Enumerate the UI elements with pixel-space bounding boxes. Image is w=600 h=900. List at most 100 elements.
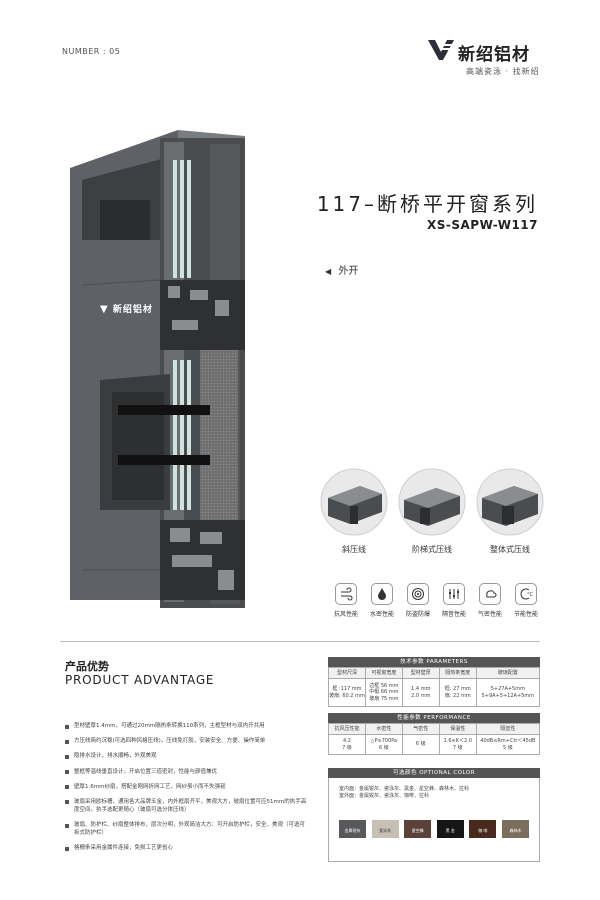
performance-icons: 抗风性能 水密性能 防盗防爆 隔音性能 气密性能 °C 节能性能 <box>328 583 543 625</box>
advantage-title-en: PRODUCT ADVANTAGE <box>65 673 215 687</box>
parameters-table: 技术参数 PARAMETERS 型材尺深 可视窗宽度 型材壁厚 隔热条宽度 玻璃… <box>328 657 541 707</box>
profile-thumbnail-icon <box>476 468 544 536</box>
profile-label: 斜压线 <box>342 545 366 554</box>
sound-insulation-icon <box>443 583 465 605</box>
table-header: 隔热条宽度 <box>438 667 477 679</box>
color-swatch: 金属锐灰 <box>339 820 366 838</box>
list-item: 隐排水设计，排水顺畅，外观美观 <box>65 752 310 760</box>
profile-types: 斜压线 阶梯式压线 整体式压线 <box>320 468 546 563</box>
table-header: 玻璃配置 <box>475 667 541 679</box>
table-cell: 框: 27 mm 扇: 22 mm <box>438 678 477 707</box>
energy-saving-icon: °C <box>515 583 537 605</box>
security-icon <box>407 583 429 605</box>
table-header: 型材尺深 <box>328 667 366 679</box>
brand-mark-icon <box>428 40 454 60</box>
profile-thumbnail-icon <box>320 468 388 536</box>
table-cell: 40dB≤Rm+Ctr＜45dB 5 级 <box>475 734 541 755</box>
profile-label: 阶梯式压线 <box>412 545 452 554</box>
table-header: 可视窗宽度 <box>364 667 403 679</box>
table-cell: 4.2 7 级 <box>328 734 366 755</box>
list-item: 方压线简约沉稳(可选四种风格压线)，压线免打胶，安装安全、方便、操作简单 <box>65 737 310 745</box>
parameters-title: 技术参数 PARAMETERS <box>328 657 540 667</box>
table-cell: △P≥700Pa 6 级 <box>364 734 403 755</box>
table-cell: 框 :117 mm 玻扇: 60.2 mm <box>328 678 366 707</box>
table-cell: 5+27A+5mm 5+9A+5+12A+5mm <box>475 678 541 707</box>
perf-item-energy: °C 节能性能 <box>508 583 544 618</box>
color-swatch: 瓷泳灰 <box>371 820 399 838</box>
open-type-label: 外开 <box>338 266 359 277</box>
table-header: 保温性 <box>438 723 477 735</box>
advantage-list: 型材壁厚1.4mm，可通过20mm隔热条转换110系列，主框型材与双内开共用 方… <box>65 722 310 860</box>
air-tightness-icon <box>479 583 501 605</box>
color-swatches: 金属锐灰 瓷泳灰 星空蜂 黑 金 咖 啡 森林木 <box>339 820 529 838</box>
profile-label: 整体式压线 <box>490 545 530 554</box>
table-header-row: 型材尺深 可视窗宽度 型材壁厚 隔热条宽度 玻璃配置 <box>328 667 541 679</box>
table-cell: 6 级 <box>401 734 440 755</box>
page-number: NUMBER : 05 <box>62 47 121 56</box>
list-item: 玻扇、防护栏、纱扇整体排布，层次分明，外观简洁大方：可开启防护栏，安全、美观（可… <box>65 821 310 837</box>
swatch-label: 星空蜂 <box>411 828 424 833</box>
product-title: 117–断桥平开窗系列 <box>316 192 538 216</box>
perf-label: 气密性能 <box>477 611 502 618</box>
table-header-row: 抗风压性能 水密性 气密性 保温性 隔音性 <box>328 723 541 735</box>
list-item: 玻扇采用欧标槽，通用各大品牌五金，内外框扇齐平，美观大方，玻扇位置可应51mm的… <box>65 798 310 814</box>
exterior-colors: 室外面：金属锐灰、瓷泳灰、咖啡、拉科 <box>339 793 430 799</box>
table-cell: 1.4 mm 2.0 mm <box>401 678 440 707</box>
profile-item: 阶梯式压线 <box>398 468 466 555</box>
table-header: 水密性 <box>364 723 403 735</box>
table-row: 4.2 7 级 △P≥700Pa 6 级 6 级 1.6≤K＜2.0 7 级 4… <box>328 734 541 755</box>
advantage-title-cn: 产品优势 <box>65 660 109 673</box>
perf-item-air: 气密性能 <box>472 583 508 618</box>
performance-title: 性能参数 PERFORMANCE <box>328 713 540 723</box>
perf-label: 抗风性能 <box>333 611 358 618</box>
performance-table: 性能参数 PERFORMANCE 抗风压性能 水密性 气密性 保温性 隔音性 4… <box>328 713 541 755</box>
swatch-label: 黑 金 <box>445 828 455 833</box>
profile-item: 整体式压线 <box>476 468 544 555</box>
profile-thumbnail-icon <box>398 468 466 536</box>
brand-slogan: 高端瓷泳 · 找新绍 <box>466 67 540 76</box>
color-swatch: 咖 啡 <box>469 820 497 838</box>
badge-text: 新绍铝材 <box>112 305 153 315</box>
list-item: 整框等温线垂直设计，开启位置三道密封，性能与颜值兼优 <box>65 768 310 776</box>
perf-label: 水密性能 <box>369 611 394 618</box>
color-swatch: 森林木 <box>501 820 529 838</box>
water-drop-icon <box>371 583 393 605</box>
window-section-illustration <box>70 130 245 608</box>
triangle-left-icon: ◀ <box>325 267 332 276</box>
profile-item: 斜压线 <box>320 468 388 555</box>
perf-label: 隔音性能 <box>441 611 466 618</box>
table-header: 隔音性 <box>475 723 541 735</box>
list-item: 型材壁厚1.4mm，可通过20mm隔热条转换110系列，主框型材与双内开共用 <box>65 722 310 730</box>
product-badge: ▼ 新绍铝材 <box>100 302 153 315</box>
list-item: 壁厚1.6mm纱扇，搭配金刚网折网工艺，网纱虽小而不失强韧 <box>65 783 310 791</box>
interior-colors: 室内面：金属锐灰、瓷泳灰、黑金、星空蜂、森林木、拉科 <box>339 786 470 792</box>
perf-label: 防盗防爆 <box>405 611 430 618</box>
optional-color-panel: 可选颜色 OPTIONAL COLOR 室内面：金属锐灰、瓷泳灰、黑金、星空蜂、… <box>328 768 540 862</box>
perf-item-wind: 抗风性能 <box>328 583 364 618</box>
brand-name: 新绍铝材 <box>458 45 530 65</box>
section-divider <box>60 641 540 642</box>
list-item: 格栅条采用金属件连接，免损工艺更省心 <box>65 844 310 852</box>
swatch-label: 金属锐灰 <box>344 828 361 833</box>
brand-logo: 新绍铝材 高端瓷泳 · 找新绍 <box>428 38 548 82</box>
perf-item-water: 水密性能 <box>364 583 400 618</box>
open-type: ◀ 外开 <box>325 262 358 277</box>
badge-mark-icon: ▼ <box>100 304 109 315</box>
swatch-label: 咖 啡 <box>478 828 488 833</box>
table-header: 抗风压性能 <box>328 723 366 735</box>
product-code: XS-SAPW-W117 <box>426 218 538 232</box>
table-header: 气密性 <box>401 723 440 735</box>
color-swatch: 黑 金 <box>436 820 464 838</box>
optional-color-title: 可选颜色 OPTIONAL COLOR <box>328 768 540 778</box>
color-swatch: 星空蜂 <box>404 820 432 838</box>
swatch-label: 森林木 <box>509 828 522 833</box>
swatch-label: 瓷泳灰 <box>379 828 392 833</box>
perf-label: 节能性能 <box>513 611 538 618</box>
svg-text:°C: °C <box>527 592 533 598</box>
table-cell: 边框 56 mm 中梃 66 mm 玻扇 75 mm <box>364 678 403 707</box>
perf-item-security: 防盗防爆 <box>400 583 436 618</box>
table-header: 型材壁厚 <box>401 667 440 679</box>
table-row: 框 :117 mm 玻扇: 60.2 mm 边框 56 mm 中梃 66 mm … <box>328 678 541 707</box>
wind-pressure-icon <box>335 583 357 605</box>
table-cell: 1.6≤K＜2.0 7 级 <box>438 734 477 755</box>
